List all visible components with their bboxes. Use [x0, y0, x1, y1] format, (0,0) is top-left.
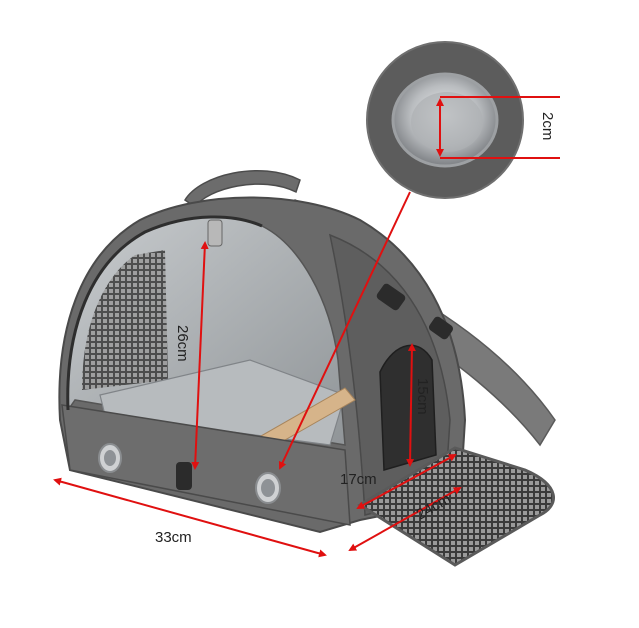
pet-carrier [58, 169, 556, 567]
zipper-pull [207, 219, 223, 247]
height-label: 26cm [174, 325, 191, 362]
door-width-label: 17cm [340, 471, 377, 488]
air-hole-left [98, 443, 122, 473]
bowl-detail-inset [366, 41, 524, 199]
length-label: 33cm [155, 529, 192, 546]
bowl-depth-label: 2cm [539, 112, 556, 140]
door-height-arrow [406, 343, 416, 467]
door-height-label: 15cm [414, 378, 431, 415]
air-hole-right [255, 472, 281, 504]
strap-buckle [376, 283, 406, 311]
strap-buckle-2 [428, 316, 454, 340]
height-arrow [191, 241, 209, 470]
length-arrow [53, 477, 327, 558]
bowl-leader-arrow [278, 191, 411, 470]
top-handle [183, 169, 301, 209]
dimension-annotations [53, 96, 560, 558]
mat-length-arrow [348, 487, 462, 551]
inner-mesh [82, 250, 168, 390]
zipper-line [66, 215, 263, 411]
buckle-clip [176, 462, 192, 490]
